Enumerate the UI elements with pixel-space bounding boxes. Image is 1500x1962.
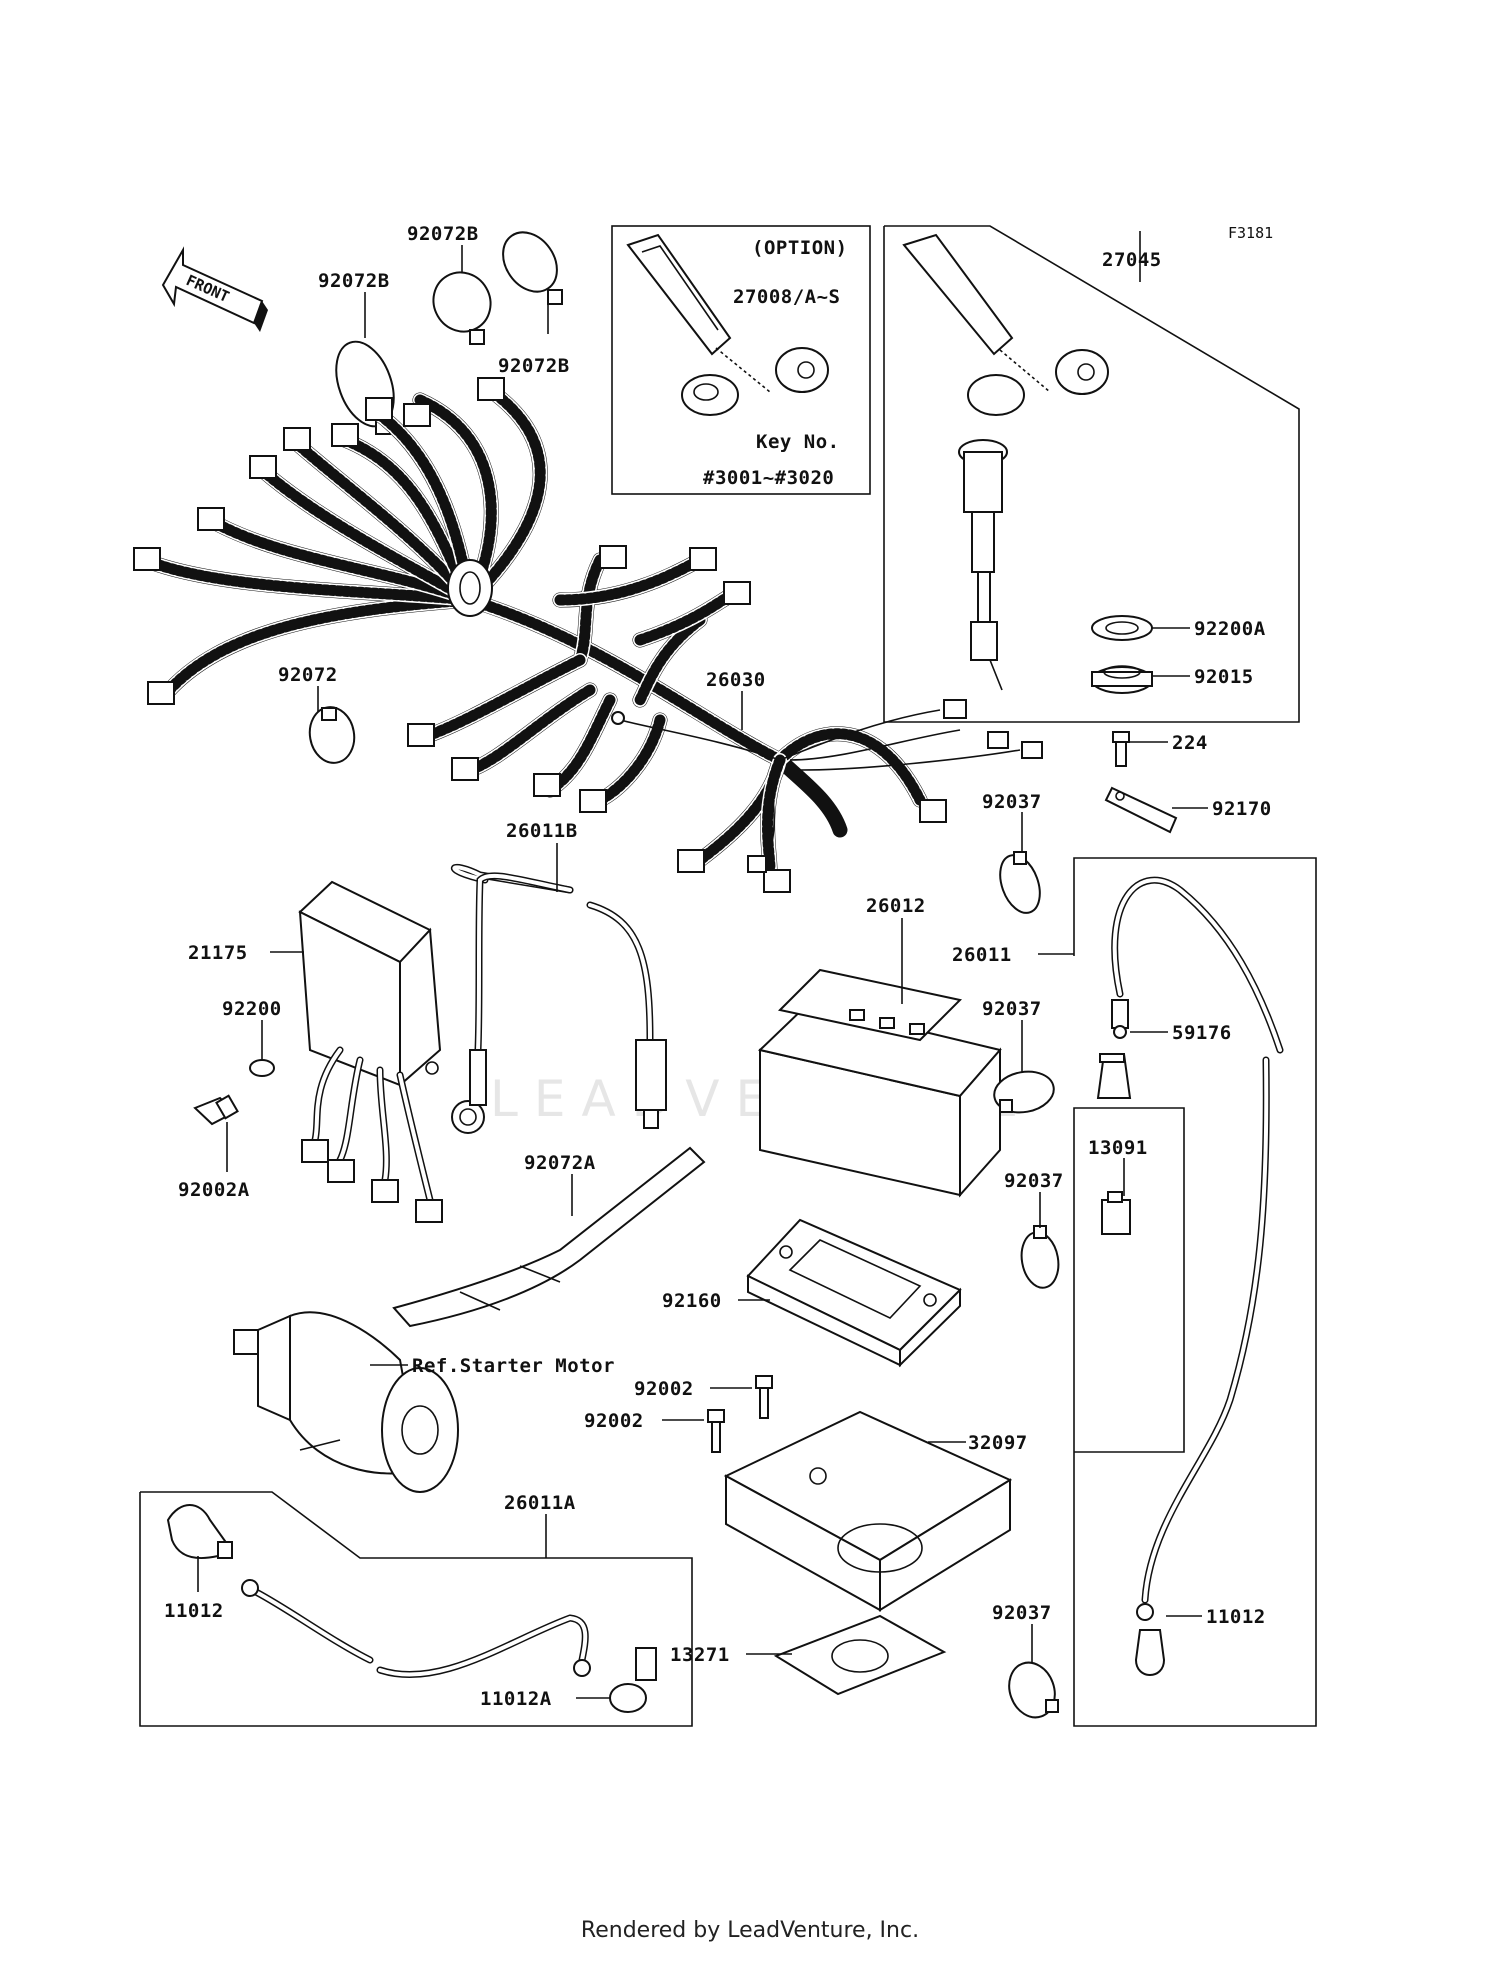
case-32097-icon: [723, 1410, 1013, 1612]
starter-motor-icon: [233, 1311, 459, 1493]
cdi-21175-icon: [298, 880, 443, 1223]
label-92002-a: 92002: [634, 1378, 694, 1400]
key-fob-icon-2: [902, 233, 1109, 416]
label-92170: 92170: [1212, 798, 1272, 820]
figure-code: F3181: [1228, 224, 1273, 242]
label-92037-d: 92037: [992, 1602, 1052, 1624]
cable-26011A-box: [139, 1491, 693, 1727]
label-26011: 26011: [952, 944, 1012, 966]
label-92037-c: 92037: [1004, 1170, 1064, 1192]
label-92072B-a: 92072B: [318, 270, 390, 292]
boot-11012-b-icon: [1134, 1629, 1166, 1676]
label-92200A: 92200A: [1194, 618, 1266, 640]
strap-92072A-icon: [392, 1146, 706, 1328]
strap-92170-icon: [1104, 786, 1178, 834]
label-92037-b: 92037: [982, 998, 1042, 1020]
clamp-92037-c-icon: [1020, 1225, 1060, 1289]
label-27045: 27045: [1102, 249, 1162, 271]
label-92160: 92160: [662, 1290, 722, 1312]
option-key-box: (OPTION) 27008/A~S Key No. #3001~#3020: [611, 225, 871, 495]
label-11012-b: 11012: [1206, 1606, 1266, 1628]
footer-credit: Rendered by LeadVenture, Inc.: [580, 1918, 920, 1943]
label-13271: 13271: [670, 1644, 730, 1666]
option-title: (OPTION): [752, 237, 848, 259]
label-11012-a: 11012: [164, 1600, 224, 1622]
label-92037-a: 92037: [982, 791, 1042, 813]
clip-13091-icon: [1101, 1191, 1131, 1235]
label-26030: 26030: [706, 669, 766, 691]
tray-92160-icon: [746, 1218, 962, 1368]
label-92015: 92015: [1194, 666, 1254, 688]
label-26012: 26012: [866, 895, 926, 917]
cap-59176-icon: [1096, 1053, 1132, 1099]
label-92002-b: 92002: [584, 1410, 644, 1432]
label-92072B-c: 92072B: [498, 355, 570, 377]
label-32097: 32097: [968, 1432, 1028, 1454]
clamp-92037-a-icon: [999, 851, 1041, 914]
ignition-switch-icon: [958, 439, 1008, 691]
label-92072B-b: 92072B: [407, 223, 479, 245]
label-ref-starter-motor: Ref.Starter Motor: [412, 1355, 615, 1377]
clamp-92072B-icons: [335, 231, 563, 435]
key-no-label: Key No.: [756, 431, 840, 453]
ring-11012A-icon: [609, 1647, 657, 1713]
label-92002A: 92002A: [178, 1179, 250, 1201]
clamp-92072-icon: [308, 706, 356, 764]
bolt-92002-icons: [707, 1375, 773, 1453]
washer-92200A-icon: [1091, 615, 1153, 641]
label-21175: 21175: [188, 942, 248, 964]
battery-26012-icon: [757, 968, 1002, 1198]
cable-26011A-icon: [241, 1579, 591, 1678]
bolt-224-icon: [1112, 731, 1130, 767]
plate-13271-icon: [773, 1614, 947, 1696]
label-92200: 92200: [222, 998, 282, 1020]
label-224: 224: [1172, 732, 1208, 754]
cable-26011B-icon: [450, 863, 667, 1134]
bolt-92002A-icon: [193, 1094, 239, 1126]
label-26011B: 26011B: [506, 820, 578, 842]
boot-11012-a-icon: [166, 1504, 233, 1559]
label-92072: 92072: [278, 664, 338, 686]
label-59176: 59176: [1172, 1022, 1232, 1044]
main-harness-26030: [133, 377, 1043, 893]
key-range-label: #3001~#3020: [703, 467, 834, 489]
clamp-92037-b-icon: [993, 1070, 1055, 1114]
option-part-label: 27008/A~S: [733, 286, 840, 308]
connector-icons: [133, 377, 1043, 893]
label-92072A: 92072A: [524, 1152, 596, 1174]
nut-92015-icon: [1091, 665, 1153, 694]
cable-26011-icon: [1111, 876, 1284, 1621]
washer-92200-icon: [249, 1059, 275, 1077]
cable-26011-box: [1073, 857, 1317, 1727]
label-13091: 13091: [1088, 1137, 1148, 1159]
key-fob-icon: [626, 233, 829, 416]
ignition-switch-box: 27045 92200A 92015: [883, 225, 1300, 723]
label-11012A: 11012A: [480, 1688, 552, 1710]
clamp-92037-d-icon: [1008, 1661, 1059, 1719]
front-arrow-icon: FRONT: [161, 246, 268, 332]
label-26011A: 26011A: [504, 1492, 576, 1514]
